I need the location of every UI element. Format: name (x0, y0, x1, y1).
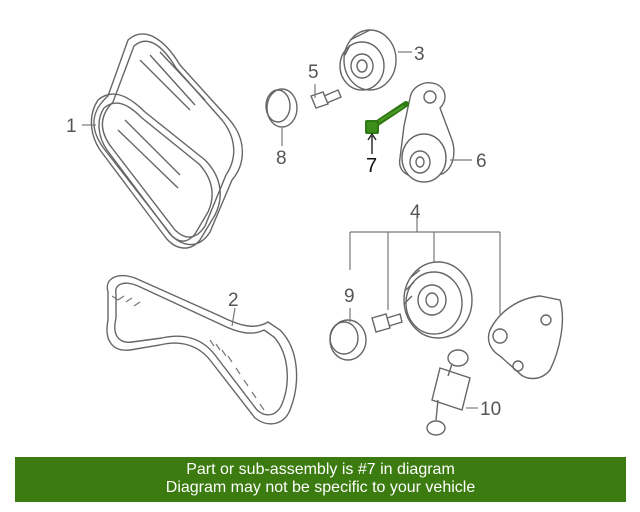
part-2-timing-belt (106, 274, 298, 425)
callout-2: 2 (228, 290, 239, 311)
part-8-cap (265, 88, 298, 128)
part-10-damper (426, 349, 471, 436)
callout-6: 6 (476, 151, 487, 172)
banner-line-1: Part or sub-assembly is #7 in diagram (186, 461, 455, 478)
part-3-idler-pulley (339, 29, 397, 91)
part-1-serpentine-belt (90, 33, 243, 249)
callout-9: 9 (344, 286, 355, 307)
callout-1: 1 (66, 116, 77, 137)
part-4-pulley-assembly (403, 261, 473, 339)
bolt-small (371, 313, 403, 333)
callout-8: 8 (276, 148, 287, 169)
part-6-tensioner-assembly (398, 82, 455, 183)
tensioner-bracket (487, 295, 564, 380)
part-7-highlighted-bolt (365, 101, 409, 134)
callout-3: 3 (414, 44, 425, 65)
info-banner: Part or sub-assembly is #7 in diagram Di… (15, 457, 626, 502)
callout-4: 4 (410, 202, 421, 223)
banner-line-2: Diagram may not be specific to your vehi… (165, 479, 476, 496)
callout-10: 10 (480, 399, 501, 420)
leader-lines (82, 51, 501, 409)
parts-diagram: 1 2 3 4 5 6 7 8 9 10 (66, 29, 564, 436)
callout-7: 7 (366, 155, 377, 177)
callout-5: 5 (308, 62, 319, 83)
part-9-cap (329, 319, 367, 361)
callout-labels: 1 2 3 4 5 6 7 8 9 10 (66, 44, 501, 420)
